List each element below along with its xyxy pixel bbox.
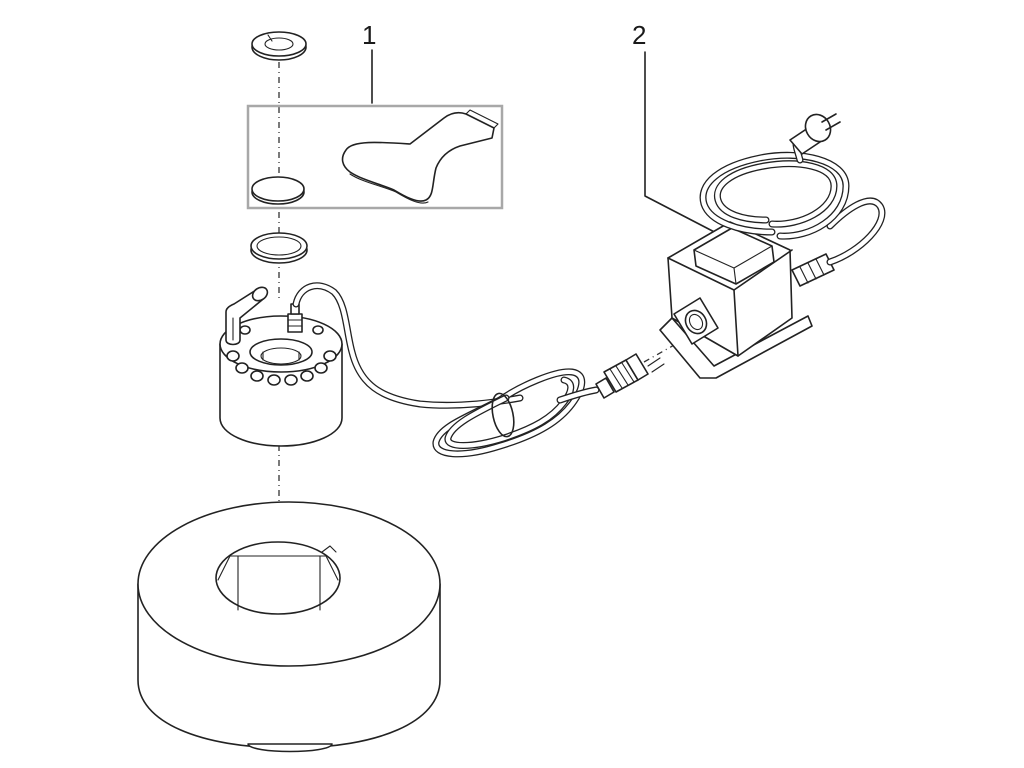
cable-tie bbox=[491, 392, 515, 438]
accessory-kit-box bbox=[246, 104, 504, 210]
cable-gland bbox=[287, 303, 303, 333]
membrane-disc bbox=[251, 176, 305, 205]
transformer bbox=[659, 221, 835, 379]
callout-1: 1 bbox=[362, 20, 376, 104]
float-ring bbox=[137, 501, 441, 753]
strain-relief bbox=[791, 253, 835, 287]
callout-2-number: 2 bbox=[632, 20, 646, 50]
mains-plug bbox=[789, 113, 841, 155]
o-ring bbox=[250, 232, 308, 264]
callout-2-leader bbox=[644, 51, 727, 239]
power-cable bbox=[292, 282, 600, 458]
cleaning-tool bbox=[341, 109, 499, 204]
callout-2: 2 bbox=[632, 20, 727, 239]
retaining-ring bbox=[251, 31, 307, 61]
mains-cable bbox=[699, 113, 886, 266]
callout-1-number: 1 bbox=[362, 20, 376, 50]
transformer-socket bbox=[673, 297, 719, 345]
float-ring-base bbox=[247, 743, 333, 753]
connector-axis bbox=[643, 343, 677, 363]
cable-connector bbox=[595, 353, 665, 399]
led-ring bbox=[226, 325, 337, 386]
mist-maker-unit bbox=[219, 286, 343, 447]
